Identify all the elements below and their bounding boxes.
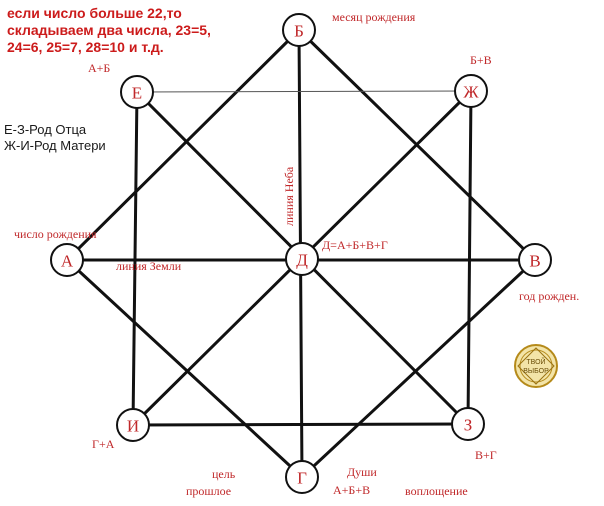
node-i-circle	[116, 408, 150, 442]
rule-note-line-1: если число больше 22,то	[7, 5, 182, 21]
label-embodiment: воплощение	[405, 484, 468, 498]
node-z-letter: З	[464, 416, 473, 435]
line-a-b	[65, 28, 301, 262]
node-e-letter: Е	[132, 84, 142, 103]
node-d-letter: Д	[296, 251, 308, 270]
node-d-circle	[285, 242, 319, 276]
label-v-plus-g: В+Г	[475, 448, 497, 462]
legend-mother-line: Ж-И-Род Матери	[4, 138, 106, 153]
label-souls: Души	[347, 465, 377, 479]
node-b-letter: Б	[294, 22, 304, 41]
label-b-plus-v: Б+В	[470, 53, 492, 67]
label-birth-number: число рождения	[14, 227, 97, 241]
rule-note: если число больше 22,то складываем два ч…	[7, 5, 211, 56]
line-v-g	[300, 258, 537, 479]
node-zh-letter: Ж	[463, 83, 479, 102]
label-past: прошлое	[186, 484, 232, 498]
node-a-circle	[50, 243, 84, 277]
seal-logo: ТВОЙ ВЫБОР	[514, 344, 558, 388]
node-v-circle	[518, 243, 552, 277]
legend-father-line: Е-З-Род Отца	[4, 122, 87, 137]
label-birth-year: год рожден.	[519, 289, 580, 303]
seal-word-1: ТВОЙ	[526, 357, 545, 366]
node-g-circle	[285, 460, 319, 494]
label-goal: цель	[212, 467, 236, 481]
node-a-letter: А	[61, 252, 74, 271]
line-g-a	[65, 258, 304, 479]
node-v-letter: В	[529, 252, 540, 271]
rule-note-line-2: складываем два числа, 23=5,	[7, 22, 211, 38]
label-g-plus-a: Г+А	[92, 437, 115, 451]
label-birth-month: месяц рождения	[332, 10, 416, 24]
node-z-circle	[451, 407, 485, 441]
label-a-plus-b: А+Б	[88, 61, 111, 75]
node-i-letter: И	[127, 417, 139, 436]
line-zh-z	[466, 89, 473, 426]
seal-word-2: ВЫБОР	[523, 368, 549, 375]
node-zh-circle	[454, 74, 488, 108]
node-b-circle	[282, 13, 316, 47]
rule-note-line-3: 24=6, 25=7, 28=10 и т.д.	[7, 39, 164, 55]
legend: Е-З-Род Отца Ж-И-Род Матери	[4, 122, 106, 154]
node-e-circle	[120, 75, 154, 109]
node-g-letter: Г	[297, 469, 307, 488]
label-earth-line: линия Земли	[116, 259, 182, 273]
label-abv: А+Б+В	[333, 483, 371, 497]
line-e-zh	[136, 90, 472, 93]
label-d-formula: Д=А+Б+В+Г	[322, 238, 388, 252]
label-sky-line: линия Неба	[282, 166, 296, 226]
